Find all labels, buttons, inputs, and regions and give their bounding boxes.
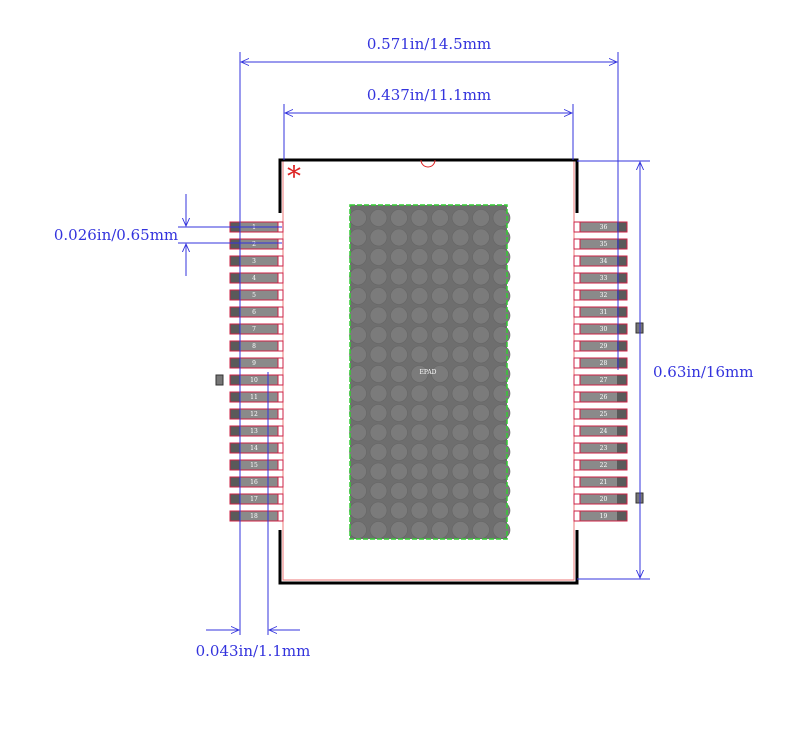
pad-20: 20 [573, 493, 628, 505]
dimension-pad-width: 0.043in/1.1mm [196, 372, 311, 660]
pin-number: 32 [600, 292, 608, 299]
pad-14: 14 [229, 442, 284, 454]
pad-25: 25 [573, 408, 628, 420]
pad-21: 21 [573, 476, 628, 488]
pad-16: 16 [229, 476, 284, 488]
pad-13: 13 [229, 425, 284, 437]
thermal-pad: EPAD [349, 204, 511, 540]
pad-35: 35 [573, 238, 628, 250]
pad-32: 32 [573, 289, 628, 301]
pad-34: 34 [573, 255, 628, 267]
dimension-body-width: 0.437in/11.1mm [283, 86, 574, 160]
pin-number: 18 [250, 513, 258, 520]
overall-height-label: 0.63in/16mm [653, 363, 753, 381]
pin-number: 17 [250, 496, 258, 503]
pin1-notch-icon [420, 159, 436, 168]
pad-7: 7 [229, 323, 284, 335]
pin-number: 2 [252, 241, 256, 248]
thermal-via-grid [349, 209, 511, 539]
pin-number: 33 [600, 275, 608, 282]
pin-number: 8 [252, 343, 256, 350]
alignment-mark [215, 374, 224, 386]
pad-12: 12 [229, 408, 284, 420]
pin-number: 34 [600, 258, 608, 265]
pad-width-label: 0.043in/1.1mm [196, 642, 311, 660]
pin-number: 24 [600, 428, 608, 435]
pin-number: 7 [252, 326, 256, 333]
pin-number: 35 [600, 241, 608, 248]
pad-36: 36 [573, 221, 628, 233]
pad-28: 28 [573, 357, 628, 369]
pad-33: 33 [573, 272, 628, 284]
package-outline [278, 158, 579, 585]
pin-number: 23 [600, 445, 608, 452]
pad-30: 30 [573, 323, 628, 335]
pad-19: 19 [573, 510, 628, 522]
left-pad-row: 123456789101112131415161718 [229, 221, 284, 522]
pad-17: 17 [229, 493, 284, 505]
pin-number: 31 [600, 309, 608, 316]
pin-number: 6 [252, 309, 256, 316]
pad-10: 10 [229, 374, 284, 386]
pad-26: 26 [573, 391, 628, 403]
pin-number: 13 [250, 428, 258, 435]
pin-number: 15 [250, 462, 258, 469]
pad-15: 15 [229, 459, 284, 471]
pin-number: 30 [600, 326, 608, 333]
pin-number: 20 [600, 496, 608, 503]
pad-18: 18 [229, 510, 284, 522]
pin-number: 19 [600, 513, 608, 520]
pad-9: 9 [229, 357, 284, 369]
pad-5: 5 [229, 289, 284, 301]
pad-31: 31 [573, 306, 628, 318]
pin-number: 9 [252, 360, 256, 367]
pin-number: 22 [600, 462, 608, 469]
dimension-pitch: 0.026in/0.65mm [54, 194, 282, 276]
pad-22: 22 [573, 459, 628, 471]
pin-number: 28 [600, 360, 608, 367]
right-pad-row: 36 35 34 33 32 31 30 29 28 27 26 25 24 23 22 21 20 19 [573, 221, 628, 522]
pin-number: 25 [600, 411, 608, 418]
dimension-overall-width: 0.571in/14.5mm [239, 35, 619, 635]
pin-number: 29 [600, 343, 608, 350]
pin-number: 36 [600, 224, 608, 231]
pitch-label: 0.026in/0.65mm [54, 226, 178, 244]
pin-number: 26 [600, 394, 608, 401]
pin-number: 5 [252, 292, 256, 299]
pin-number: 14 [250, 445, 258, 452]
pad-4: 4 [229, 272, 284, 284]
pad-11: 11 [229, 391, 284, 403]
pin-number: 21 [600, 479, 608, 486]
pad-27: 27 [573, 374, 628, 386]
pad-8: 8 [229, 340, 284, 352]
pad-2: 2 [229, 238, 284, 250]
pin-number: 16 [250, 479, 258, 486]
pin-number: 27 [600, 377, 608, 384]
pin-number: 4 [252, 275, 256, 282]
dimension-overall-height: 0.63in/16mm [577, 160, 753, 580]
pad-6: 6 [229, 306, 284, 318]
pin1-marker: * [287, 160, 301, 193]
pin-number: 10 [250, 377, 258, 384]
pad-3: 3 [229, 255, 284, 267]
pin-number: 11 [250, 394, 258, 401]
pin-number: 3 [252, 258, 256, 265]
pad-24: 24 [573, 425, 628, 437]
pad-23: 23 [573, 442, 628, 454]
thermal-pad-label: EPAD [419, 369, 436, 376]
pin-number: 12 [250, 411, 258, 418]
pad-29: 29 [573, 340, 628, 352]
overall-width-label: 0.571in/14.5mm [367, 35, 491, 53]
body-width-label: 0.437in/11.1mm [367, 86, 491, 104]
